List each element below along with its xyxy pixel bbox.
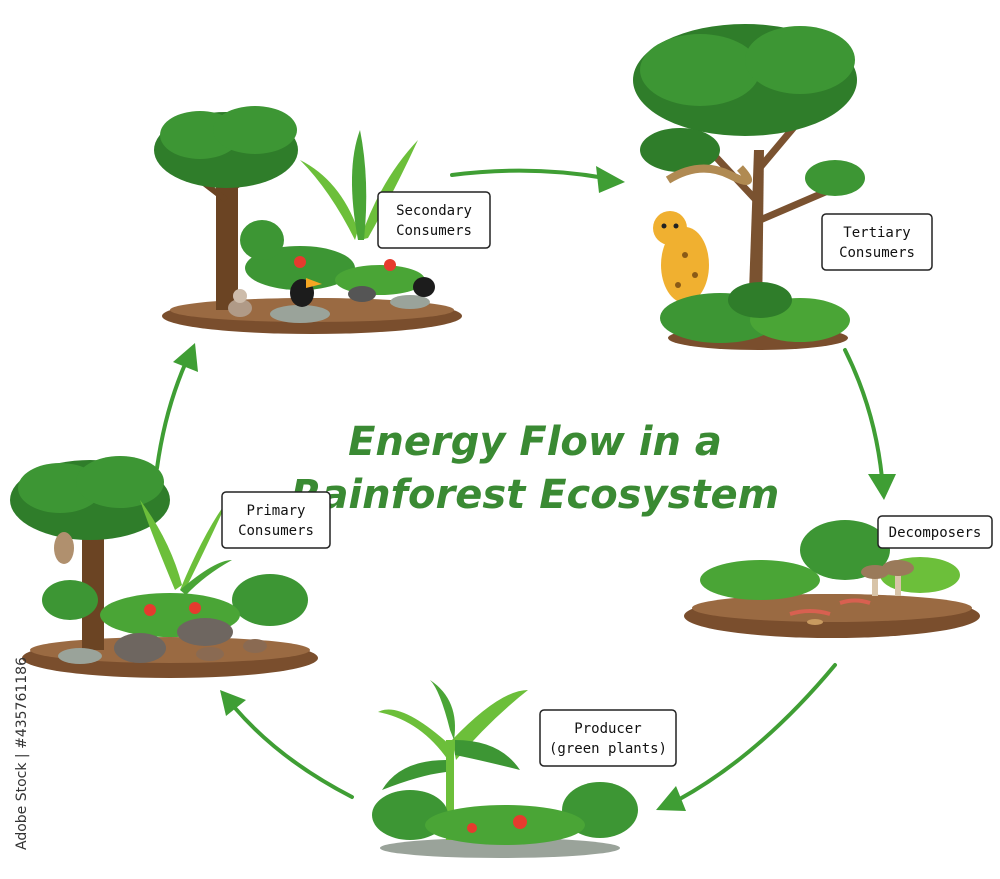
- label-producer-line-2: (green plants): [549, 741, 667, 757]
- label-secondary-line-2: Consumers: [396, 223, 472, 239]
- label-primary-line-2: Consumers: [238, 523, 314, 539]
- producer-scene: [372, 680, 638, 858]
- label-secondary-consumers: Secondary Consumers: [377, 191, 491, 249]
- label-decomposers: Decomposers: [877, 515, 993, 549]
- label-decomposers-line-1: Decomposers: [889, 525, 982, 541]
- tertiary-consumers-scene: [633, 24, 865, 350]
- arrow-secondary-to-tertiary: [450, 166, 625, 193]
- label-producer: Producer (green plants): [539, 709, 677, 767]
- label-tertiary-line-2: Consumers: [839, 245, 915, 261]
- label-primary-line-1: Primary: [246, 503, 305, 519]
- label-primary-consumers: Primary Consumers: [221, 491, 331, 549]
- arrow-primary-to-secondary: [155, 343, 198, 470]
- label-tertiary-consumers: Tertiary Consumers: [821, 213, 933, 271]
- title-line-2: Rainforest Ecosystem: [291, 472, 780, 518]
- decomposers-scene: [684, 520, 980, 638]
- secondary-consumers-scene: [154, 106, 462, 334]
- label-secondary-line-1: Secondary: [396, 203, 472, 219]
- stock-credit: Adobe Stock | #435761186: [6, 650, 36, 850]
- arrow-producer-to-primary: [220, 690, 354, 799]
- label-tertiary-line-1: Tertiary: [843, 225, 910, 241]
- label-producer-line-1: Producer: [574, 721, 641, 737]
- arrow-decomposers-to-producer: [656, 663, 837, 811]
- stock-credit-text: Adobe Stock | #435761186: [14, 657, 30, 850]
- primary-consumers-scene: [10, 456, 318, 678]
- arrow-tertiary-to-decomposers: [843, 348, 896, 500]
- title-line-1: Energy Flow in a: [348, 419, 722, 465]
